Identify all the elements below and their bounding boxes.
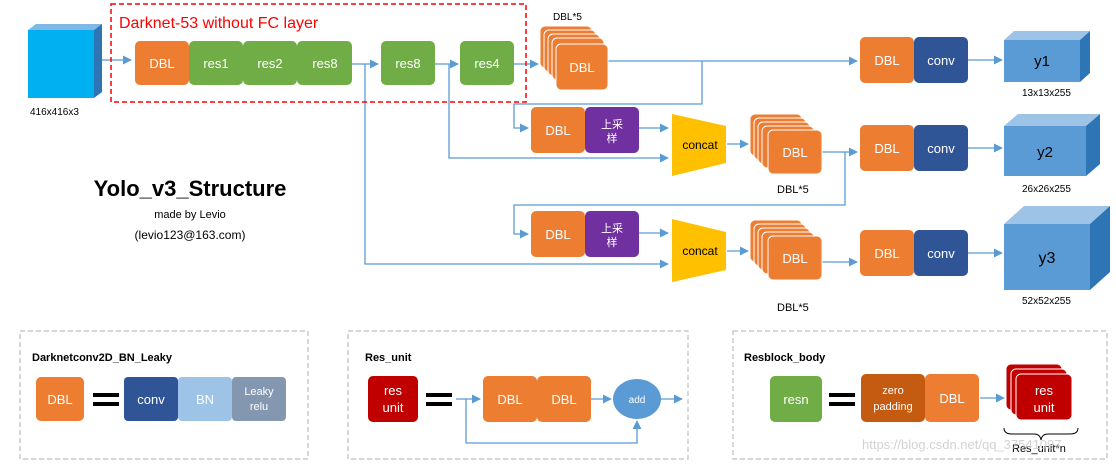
y2-label: y2 — [1037, 144, 1053, 161]
legend-resblock-dbl: DBL — [939, 391, 964, 406]
bot-dbl-label: DBL — [545, 227, 570, 242]
y2-conv-label: conv — [927, 141, 955, 156]
dbl5-mid-label: DBL*5 — [777, 184, 809, 196]
email-label: (levio123@163.com) — [135, 228, 246, 242]
y2-cube: y2 — [1004, 114, 1100, 176]
diagram-title: Yolo_v3_Structure — [94, 176, 287, 201]
y2-dbl-label: DBL — [874, 141, 899, 156]
y1-conv-label: conv — [927, 53, 955, 68]
y3-branch: DBL conv — [860, 230, 968, 276]
legend-zero-1: zero — [882, 385, 903, 397]
mid-upsample-line1: 上采 — [601, 118, 623, 131]
legend-resunit-title: Res_unit — [365, 352, 412, 364]
legend-relu-part: relu — [250, 401, 268, 413]
legend-resunit-lhs-1: res — [384, 383, 403, 398]
legend-resblock-lhs: resn — [783, 392, 808, 407]
legend-dbl-box — [19, 330, 309, 460]
legend-add-node: add — [629, 395, 646, 406]
y1-branch: DBL conv — [860, 37, 968, 83]
mid-upsample-line2: 样 — [607, 131, 618, 145]
legend-resblock-row: resn zero padding DBL res unit Res_unit*… — [770, 363, 1079, 455]
legend-resunit-lhs-2: unit — [383, 400, 404, 415]
darknet-label: Darknet-53 without FC layer — [119, 15, 319, 32]
dbl5-stack-bot: DBL — [749, 219, 823, 281]
bot-concat: concat — [672, 219, 726, 282]
legend-bn-part: BN — [196, 392, 214, 407]
y2-branch: DBL conv — [860, 125, 968, 171]
legend-resblock-title: Resblock_body — [744, 352, 826, 364]
bot-upsample-line1: 上采 — [601, 222, 623, 235]
y3-cube: y3 — [1004, 206, 1110, 290]
watermark: https://blog.csdn.net/qq_37541097 — [862, 437, 1062, 452]
res8b-label: res8 — [395, 56, 420, 71]
legend-resunit-box — [347, 330, 689, 460]
input-cube — [28, 24, 102, 98]
res4-label: res4 — [474, 56, 499, 71]
input-size-label: 416x416x3 — [30, 107, 79, 118]
y1-cube: y1 — [1004, 31, 1090, 82]
legend-zero-2: padding — [873, 401, 912, 413]
backbone: DBL res1 res2 res8 res8 res4 — [135, 41, 514, 85]
legend-resunit-dbl1: DBL — [497, 392, 522, 407]
darknet-region — [110, 3, 527, 103]
res8a-label: res8 — [312, 56, 337, 71]
y1-size: 13x13x255 — [1022, 88, 1071, 99]
res2-label: res2 — [257, 56, 282, 71]
dbl5-stack-top: DBL — [539, 25, 609, 91]
dbl5-bot-inner: DBL — [782, 251, 807, 266]
legend-resunit-dbl2: DBL — [551, 392, 576, 407]
bot-concat-label: concat — [682, 244, 718, 258]
y2-size: 26x26x255 — [1022, 184, 1071, 195]
dbl5-top-inner: DBL — [569, 60, 594, 75]
y3-conv-label: conv — [927, 246, 955, 261]
legend-resblock-caption: Res_unit*n — [1012, 443, 1066, 455]
dbl5-top-label: DBL*5 — [553, 12, 582, 23]
legend-resblock-box — [732, 330, 1108, 460]
backbone-dbl-label: DBL — [149, 56, 174, 71]
mid-upsample-row: DBL 上采 样 — [531, 107, 639, 153]
legend-conv-part: conv — [137, 392, 165, 407]
author-label: made by Levio — [154, 209, 226, 221]
legend-resblock-unit-2: unit — [1034, 400, 1055, 415]
y3-label: y3 — [1039, 250, 1056, 267]
res1-label: res1 — [203, 56, 228, 71]
bot-upsample-row: DBL 上采 样 — [531, 211, 639, 257]
legend-dbl-title: Darknetconv2D_BN_Leaky — [32, 352, 173, 364]
dbl5-bot-label: DBL*5 — [777, 302, 809, 314]
y3-dbl-label: DBL — [874, 246, 899, 261]
legend-dbl-lhs: DBL — [47, 392, 72, 407]
y3-size: 52x52x255 — [1022, 296, 1071, 307]
legend-leaky-part: Leaky — [244, 386, 274, 398]
mid-concat: concat — [672, 114, 726, 176]
y1-dbl-label: DBL — [874, 53, 899, 68]
legend-resblock-unit-1: res — [1035, 383, 1054, 398]
bot-upsample-line2: 样 — [607, 235, 618, 249]
dbl5-mid-inner: DBL — [782, 145, 807, 160]
legend-resunit-row: res unit DBL DBL add — [368, 376, 683, 444]
dbl5-stack-mid: DBL — [749, 113, 823, 175]
mid-dbl-label: DBL — [545, 123, 570, 138]
mid-concat-label: concat — [682, 138, 718, 152]
legend-dbl-row: DBL conv BN Leaky relu — [36, 377, 286, 421]
y1-label: y1 — [1034, 53, 1050, 70]
